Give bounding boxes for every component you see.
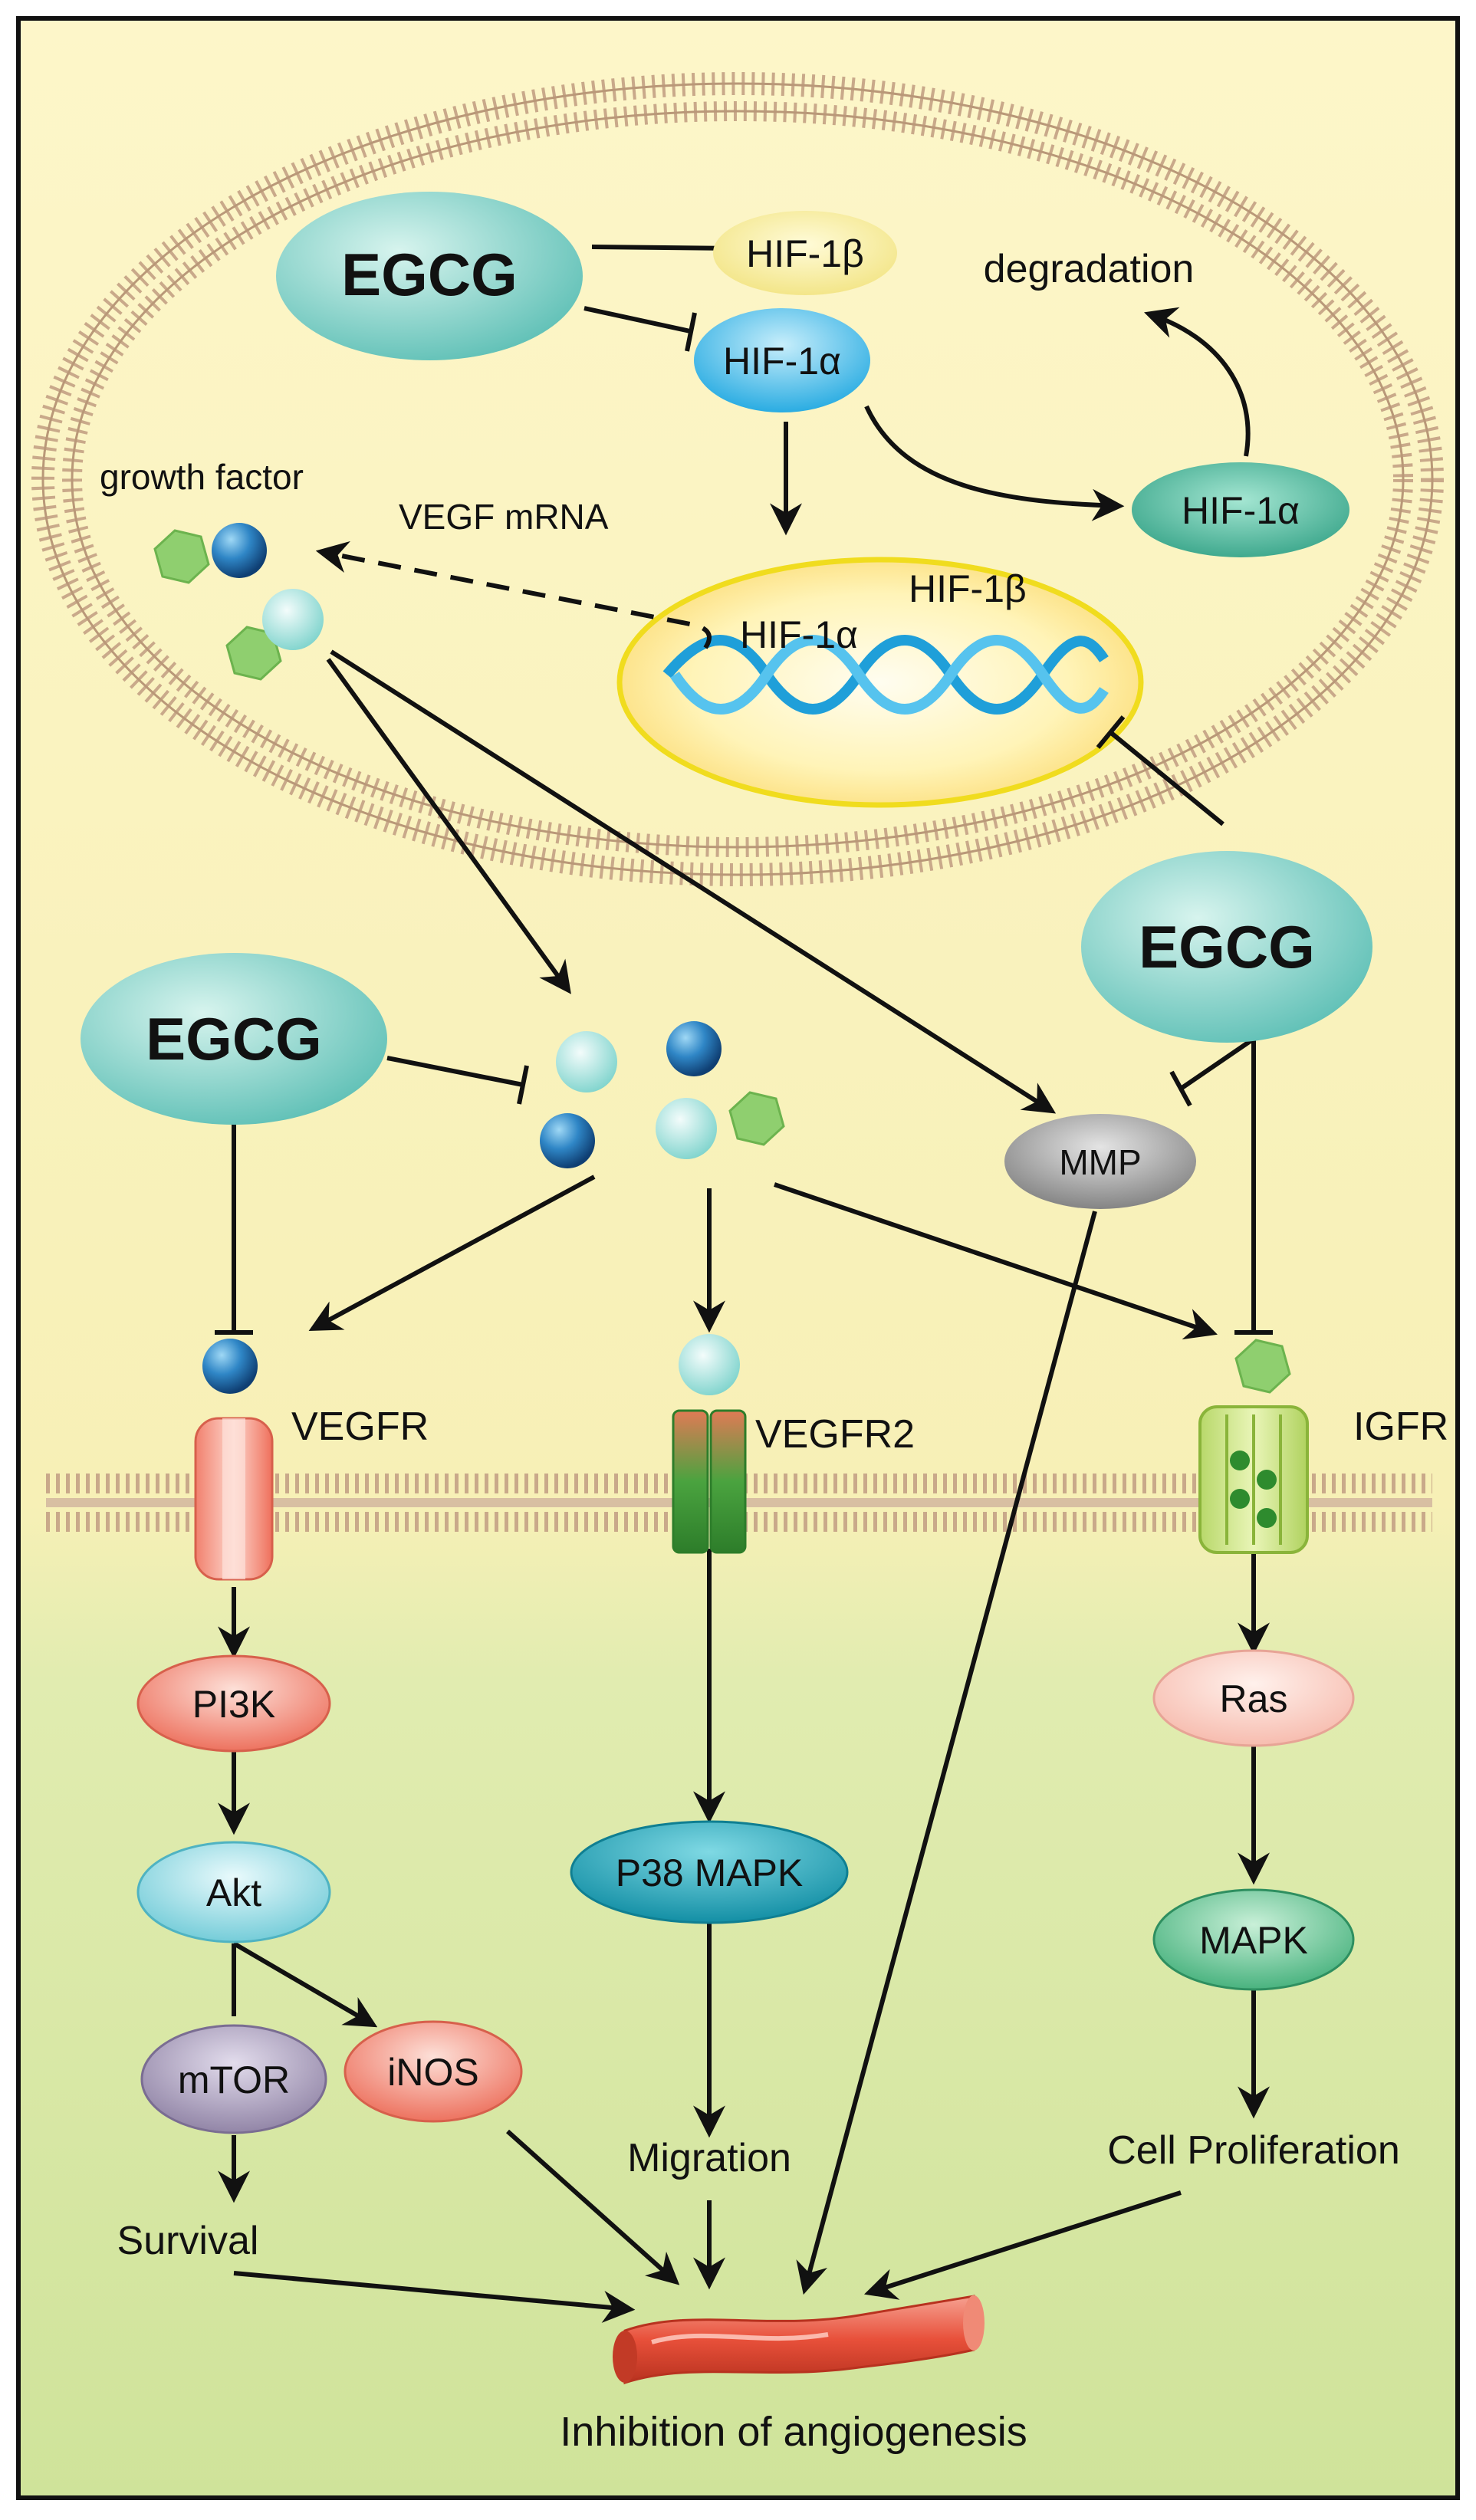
pi3k-node[interactable]: PI3K (136, 1654, 331, 1753)
egcg-right[interactable]: EGCG (1081, 851, 1372, 1043)
inhibit-mmp (1179, 1037, 1255, 1091)
svg-text:mTOR: mTOR (178, 2058, 290, 2101)
svg-text:iNOS: iNOS (387, 2051, 478, 2094)
vegfr2-receptor[interactable] (672, 1409, 747, 1554)
growth-factor-label: growth factor (100, 457, 304, 497)
cell-proliferation-label: Cell Proliferation (1107, 2128, 1400, 2173)
svg-text:EGCG: EGCG (1139, 913, 1315, 981)
arrow-inos-to-vessel (505, 2129, 680, 2285)
dna-strand-2 (670, 635, 1109, 715)
inhibition-label: Inhibition of angiogenesis (560, 2409, 1027, 2455)
hif1b-top[interactable]: HIF-1β (713, 211, 897, 295)
blue-ball-icon (212, 523, 267, 578)
arrow-cluster-to-igfr (774, 1182, 1218, 1340)
arrow-gf-to-mmp (330, 649, 1057, 1114)
blood-vessel-icon (613, 2295, 985, 2385)
svg-text:HIF-1α: HIF-1α (1182, 489, 1300, 532)
light-ball-icon (262, 589, 324, 650)
frame-border (16, 16, 1460, 2500)
vegf-mrna-label: VEGF mRNA (399, 497, 609, 537)
arrow-cluster-to-vegfr (308, 1175, 596, 1331)
svg-text:EGCG: EGCG (341, 241, 518, 308)
growth-factor-molecules (153, 523, 324, 681)
green-hexagon-icon (728, 1091, 785, 1146)
svg-text:MAPK: MAPK (1199, 1919, 1308, 1962)
migration-label: Migration (627, 2136, 791, 2180)
igfr-label: IGFR (1353, 1405, 1448, 1449)
svg-text:HIF-1β: HIF-1β (746, 232, 864, 275)
nucleus-dna-complex (616, 557, 1144, 808)
egcg-top[interactable]: EGCG (276, 192, 583, 360)
egcg-left[interactable]: EGCG (81, 953, 387, 1125)
arrow-mmp-to-vessel (796, 1211, 1097, 2295)
inos-node[interactable]: iNOS (344, 2020, 523, 2123)
svg-text:Ras: Ras (1220, 1677, 1288, 1720)
arrow-proliferation-to-vessel (864, 2190, 1182, 2300)
arrow-vegf-mrna (315, 540, 712, 649)
hif1b-nucleus-label: HIF-1β (909, 567, 1027, 610)
arrows (215, 228, 1273, 2323)
ras-node[interactable]: Ras (1152, 1649, 1355, 1747)
light-ball-icon (679, 1334, 740, 1395)
vegfr2-label: VEGFR2 (755, 1412, 915, 1457)
hif1a-nucleus-label: HIF-1α (740, 613, 858, 656)
blue-ball-icon (666, 1021, 722, 1076)
svg-text:Akt: Akt (206, 1871, 261, 1914)
green-hexagon-icon (153, 529, 210, 584)
blue-ball-icon (202, 1339, 258, 1394)
svg-text:PI3K: PI3K (192, 1683, 275, 1726)
mapk-node[interactable]: MAPK (1152, 1888, 1355, 1991)
light-ball-icon (556, 1031, 617, 1092)
growth-factor-cluster (540, 1021, 785, 1168)
hif1a-top[interactable]: HIF-1α (694, 308, 870, 412)
light-ball-icon (656, 1098, 717, 1159)
inhibit-hif1a (583, 306, 691, 333)
arrow-to-degradation (1144, 307, 1251, 457)
hif1a-right[interactable]: HIF-1α (1132, 462, 1349, 557)
survival-label: Survival (117, 2219, 259, 2263)
degradation-label: degradation (984, 247, 1195, 291)
svg-text:EGCG: EGCG (146, 1005, 322, 1073)
p38-mapk-node[interactable]: P38 MAPK (570, 1820, 849, 1924)
inhibit-cluster (386, 1056, 524, 1087)
blue-ball-icon (540, 1113, 595, 1168)
inhibit-nucleus (1109, 730, 1225, 826)
igfr-receptor[interactable] (1198, 1405, 1309, 1554)
mmp-node[interactable]: MMP (1004, 1114, 1196, 1209)
vegfr-receptor[interactable] (194, 1417, 274, 1581)
inhibit-hif1b (591, 245, 737, 251)
arrow-hif1a-to-hif1a-right (864, 405, 1125, 521)
arrow-survival-to-vessel (233, 2271, 636, 2323)
green-hexagon-icon (1234, 1339, 1291, 1394)
arrow-gf-to-cluster (326, 658, 571, 994)
svg-text:P38 MAPK: P38 MAPK (616, 1851, 804, 1894)
svg-text:HIF-1α: HIF-1α (723, 340, 841, 383)
akt-node[interactable]: Akt (136, 1841, 331, 1943)
vegfr-label: VEGFR (291, 1405, 429, 1449)
nuclear-membrane (31, 72, 1444, 886)
svg-text:MMP: MMP (1059, 1142, 1141, 1182)
mtor-node[interactable]: mTOR (140, 2024, 327, 2134)
